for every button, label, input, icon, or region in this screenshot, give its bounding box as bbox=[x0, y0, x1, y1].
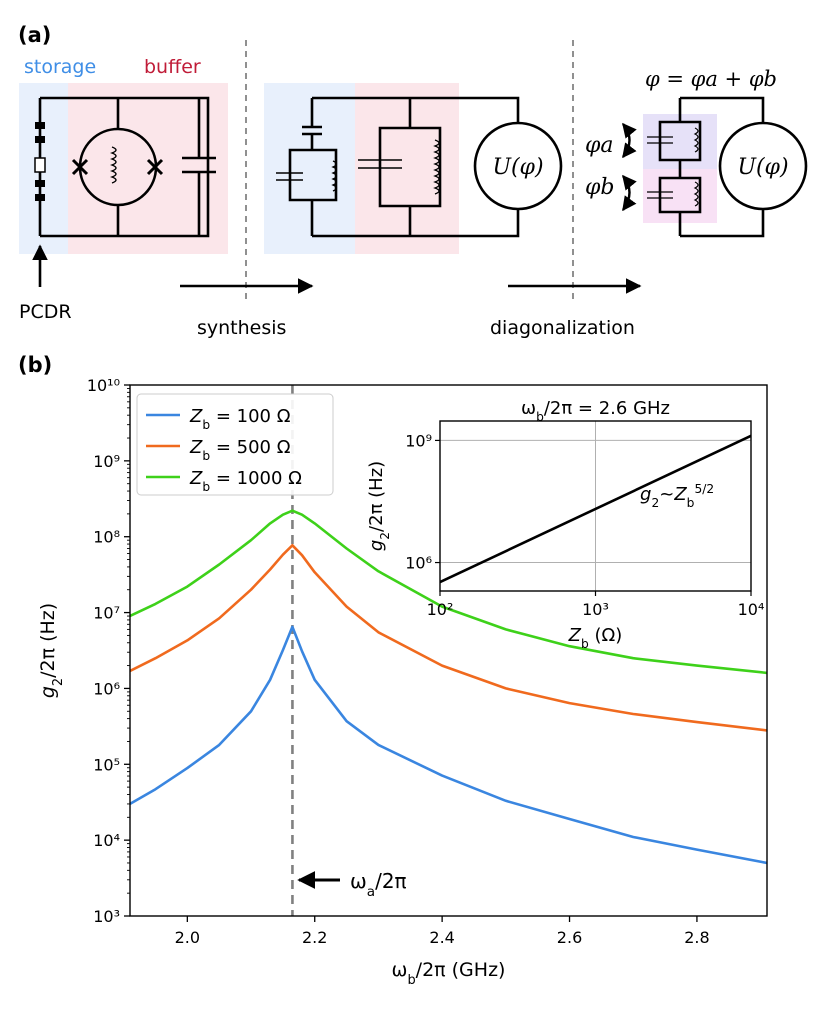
inset-chart: 10² 10³ 10⁴ 10⁶ 10⁹ ωb/2π = 2.6 GHz g2~Zb5/2… bbox=[366, 398, 764, 651]
main-plot-frame bbox=[129, 384, 768, 917]
buffer-region bbox=[68, 83, 228, 254]
main-y-tick-label: 10⁶ bbox=[93, 679, 120, 698]
main-y-tick-label: 10⁷ bbox=[93, 604, 120, 623]
squid-inductor-icon bbox=[110, 146, 117, 184]
josephson-junction-icon bbox=[71, 158, 164, 176]
main-y-tick-label: 10⁸ bbox=[93, 528, 120, 547]
main-x-ticks: 2.0 2.2 2.4 2.6 2.8 bbox=[175, 916, 710, 947]
inset-y-tick-label: 10⁶ bbox=[405, 554, 432, 573]
panel-a-label: (a) bbox=[18, 23, 51, 47]
main-x-tick-label: 2.6 bbox=[557, 928, 582, 947]
inset-x-tick-label: 10⁴ bbox=[738, 600, 765, 619]
diagonalization-label: diagonalization bbox=[490, 317, 635, 339]
inset-annotation: g2~Zb5/2 bbox=[640, 482, 714, 510]
inset-series-line bbox=[440, 434, 751, 584]
main-y-tick-label: 10⁹ bbox=[93, 452, 120, 471]
legend-frame bbox=[136, 393, 334, 496]
series-line bbox=[130, 509, 767, 675]
inset-x-tick-label: 10² bbox=[427, 600, 454, 619]
legend-label: Zb = 100 Ω bbox=[189, 406, 291, 432]
synthesis-label: synthesis bbox=[197, 317, 286, 339]
main-y-tick-label: 10⁵ bbox=[93, 755, 120, 774]
main-y-tick-label: 10³ bbox=[93, 907, 120, 926]
inset-title: ωb/2π = 2.6 GHz bbox=[521, 398, 670, 424]
circuit-synthesized bbox=[288, 96, 563, 238]
omega-a-label: ωa/2π bbox=[350, 869, 407, 900]
main-x-tick-label: 2.8 bbox=[684, 928, 709, 947]
main-series-group bbox=[130, 509, 767, 865]
potential-label-2: U(φ) bbox=[737, 155, 788, 180]
buffer-label: buffer bbox=[144, 56, 201, 78]
series-line bbox=[130, 625, 767, 865]
main-y-ticks: 10³ 10⁴ 10⁵ 10⁶ 10⁷ 10⁸ 10⁹ 10¹⁰ bbox=[87, 376, 130, 926]
inset-y-axis-label: g2/2π (Hz) bbox=[366, 461, 392, 551]
legend-label: Zb = 1000 Ω bbox=[189, 468, 302, 494]
mode-elements-icon bbox=[647, 127, 699, 207]
legend-items: Zb = 100 Ω Zb = 500 Ω Zb = 1000 Ω bbox=[146, 406, 302, 494]
inset-series-group bbox=[440, 434, 751, 584]
inset-x-tick-label: 10³ bbox=[582, 600, 609, 619]
synth-elements-icon bbox=[276, 139, 440, 195]
phi-a-label: φa bbox=[585, 133, 614, 158]
panel-b-label: (b) bbox=[18, 353, 52, 377]
inset-y-tick-label: 10⁹ bbox=[405, 431, 432, 450]
inset-ticks: 10² 10³ 10⁴ 10⁶ 10⁹ bbox=[405, 431, 764, 619]
storage-label: storage bbox=[24, 56, 96, 78]
flux-sum-label: φ = φa + φb bbox=[645, 67, 777, 91]
circuit-diagonalized bbox=[658, 96, 808, 238]
main-y-axis-label: g2/2π (Hz) bbox=[37, 603, 66, 698]
phi-a-arrow bbox=[622, 122, 637, 159]
series-line bbox=[130, 544, 767, 732]
main-y-tick-label: 10¹⁰ bbox=[87, 376, 120, 395]
inset-x-axis-label: Zb (Ω) bbox=[568, 625, 623, 651]
panel-a: (a) storage buffer PCDR synthesis bbox=[18, 23, 808, 339]
main-y-tick-label: 10⁴ bbox=[93, 831, 120, 850]
main-x-tick-label: 2.4 bbox=[429, 928, 454, 947]
legend-label: Zb = 500 Ω bbox=[189, 437, 291, 463]
main-x-axis-label: ωb/2π (GHz) bbox=[392, 959, 506, 988]
main-x-tick-label: 2.0 bbox=[175, 928, 200, 947]
potential-label-1: U(φ) bbox=[492, 155, 543, 180]
pcdr-label: PCDR bbox=[19, 301, 72, 323]
storage-region-2 bbox=[264, 83, 355, 254]
pcdr-resonator-icon bbox=[34, 122, 46, 201]
legend: Zb = 100 Ω Zb = 500 Ω Zb = 1000 Ω bbox=[136, 393, 334, 496]
main-x-tick-label: 2.2 bbox=[302, 928, 327, 947]
phi-b-label: φb bbox=[585, 175, 615, 200]
phi-b-arrow bbox=[622, 174, 637, 212]
